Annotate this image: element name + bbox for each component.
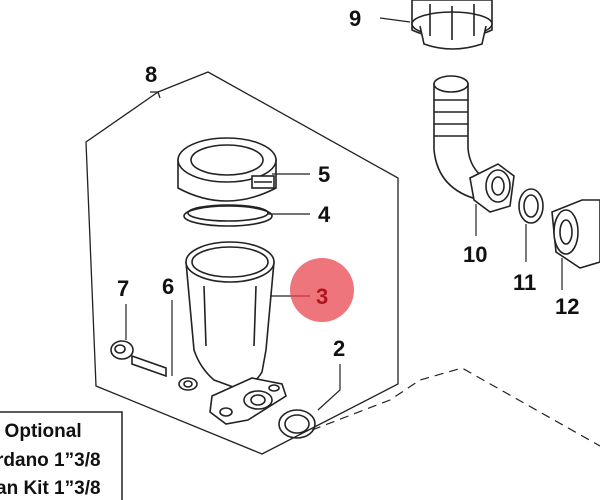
part-12-connector <box>551 199 600 269</box>
callout-8: 8 <box>145 62 157 87</box>
callout-10: 10 <box>463 242 487 267</box>
part-7-bolt <box>110 340 167 378</box>
part-11-ring <box>518 188 544 224</box>
part-9-fitting <box>411 0 493 50</box>
part-5-cap <box>177 137 277 202</box>
bowl-base-fitting <box>209 377 287 425</box>
callout-9: 9 <box>349 6 361 31</box>
part-4-ring <box>183 204 273 227</box>
part-3-bowl <box>185 241 275 389</box>
note-line-1: / Optional <box>0 421 82 442</box>
part-2-ring <box>278 409 316 439</box>
callout-7: 7 <box>117 276 129 301</box>
hose-path-dashed <box>311 367 600 447</box>
part-10-nut <box>469 163 515 213</box>
note-line-3: an Kit 1”3/8 <box>0 478 101 499</box>
leader-lines <box>125 17 563 411</box>
callout-11: 11 <box>513 270 536 295</box>
part-6-small-ring <box>178 377 198 391</box>
callouts: 2 3 4 5 6 7 8 9 10 11 12 <box>117 6 579 361</box>
options-note-box: / Optional rdano 1”3/8 an Kit 1”3/8 <box>0 411 123 500</box>
callout-6: 6 <box>162 274 174 299</box>
callout-3-highlight <box>290 258 354 322</box>
callout-3: 3 <box>316 284 328 309</box>
callout-2: 2 <box>333 336 345 361</box>
assembly-8-outline <box>85 71 399 455</box>
callout-4: 4 <box>318 202 331 227</box>
callout-5: 5 <box>318 162 330 187</box>
note-line-2: rdano 1”3/8 <box>0 450 101 471</box>
callout-12: 12 <box>555 294 579 319</box>
